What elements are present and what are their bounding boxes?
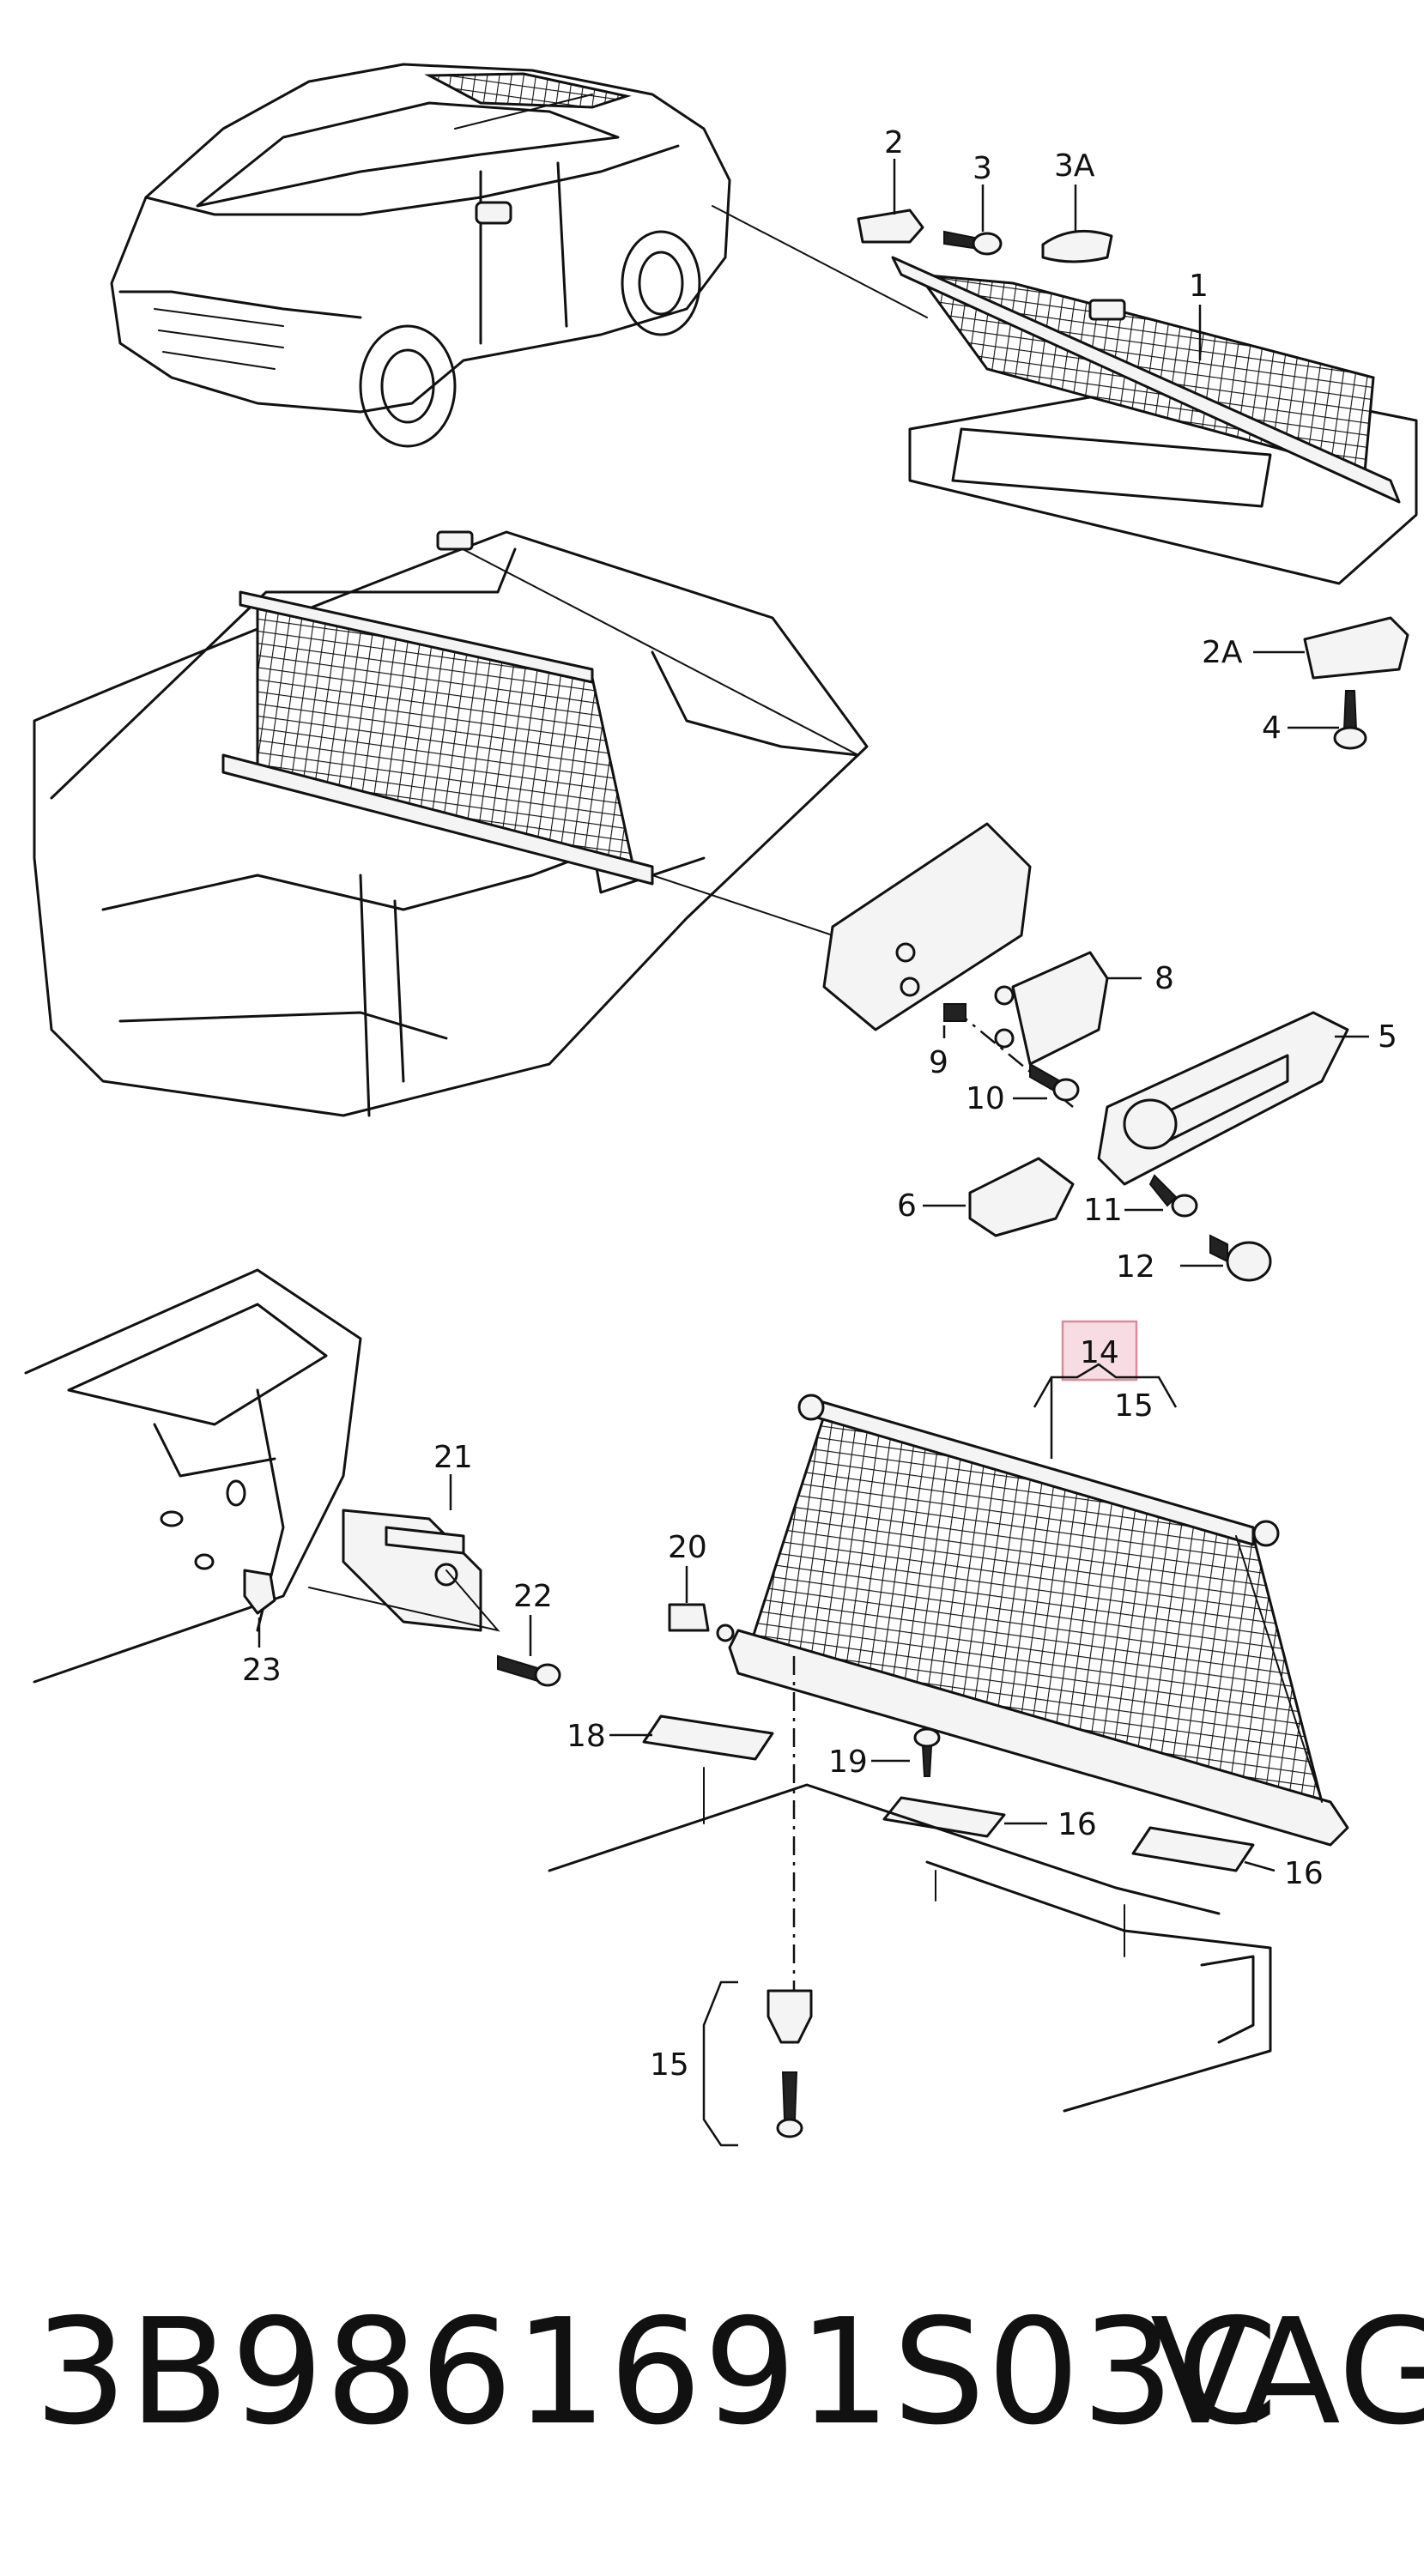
part-20-bushing bbox=[668, 1603, 735, 1642]
part-19-screw bbox=[913, 1727, 941, 1777]
callout-23: 23 bbox=[242, 1653, 282, 1688]
callout-15-side: 15 bbox=[650, 2047, 689, 2083]
callout-9: 9 bbox=[929, 1045, 948, 1080]
callout-18: 18 bbox=[567, 1719, 606, 1754]
luggage-net-rear-shelf bbox=[891, 256, 1418, 585]
callout-3a: 3A bbox=[1054, 148, 1095, 184]
callout-11: 11 bbox=[1083, 1193, 1123, 1228]
part-11-screw bbox=[1148, 1174, 1198, 1218]
callout-8: 8 bbox=[1154, 961, 1174, 996]
part-10-screw bbox=[1029, 1062, 1080, 1102]
callout-20: 20 bbox=[668, 1530, 707, 1565]
callout-22: 22 bbox=[513, 1579, 553, 1614]
sedan-overview-drawing bbox=[110, 63, 731, 448]
callout-5: 5 bbox=[1378, 1019, 1397, 1055]
callout-2a: 2A bbox=[1202, 635, 1243, 670]
part-12-plug bbox=[1209, 1234, 1272, 1282]
callout-6: 6 bbox=[897, 1188, 917, 1224]
part-8-bracket bbox=[822, 822, 1109, 1066]
callout-3: 3 bbox=[973, 151, 992, 186]
part-9-screw bbox=[943, 1003, 967, 1022]
part-2a-holder bbox=[1303, 616, 1409, 680]
part-23-clip bbox=[194, 1553, 276, 1615]
part-2-holder bbox=[857, 209, 924, 244]
callout-19: 19 bbox=[828, 1745, 868, 1780]
part-5-panel bbox=[1097, 1011, 1349, 1186]
callout-2: 2 bbox=[884, 125, 904, 160]
callout-16-b: 16 bbox=[1284, 1856, 1324, 1891]
highlight-box bbox=[1061, 1320, 1138, 1382]
part-6-cover bbox=[968, 1157, 1075, 1237]
side-panel-drawing bbox=[24, 1268, 362, 1684]
cargo-area-interior-drawing bbox=[33, 530, 869, 1117]
callout-21: 21 bbox=[433, 1440, 473, 1475]
callout-16-a: 16 bbox=[1057, 1807, 1097, 1842]
callout-15-top: 15 bbox=[1114, 1388, 1154, 1424]
part-4-screw bbox=[1333, 690, 1367, 750]
callout-12: 12 bbox=[1116, 1249, 1155, 1285]
part-3-screw bbox=[943, 230, 1003, 256]
parts-diagram: 2 3 3A 1 2A 4 bbox=[24, 63, 1418, 2147]
callout-4: 4 bbox=[1262, 711, 1282, 746]
callout-1: 1 bbox=[1189, 269, 1209, 304]
callout-10: 10 bbox=[966, 1081, 1005, 1116]
partition-net-assembly bbox=[728, 1394, 1349, 1847]
part-18-plate bbox=[642, 1714, 774, 1761]
brand-name: VAG bbox=[1150, 2288, 1424, 2458]
part-22-screw bbox=[497, 1654, 561, 1687]
cargo-floor-drawing bbox=[548, 1767, 1272, 2113]
part-21-bracket bbox=[308, 1509, 500, 1632]
part-15-fastener bbox=[767, 1989, 813, 2138]
part-3a-cap bbox=[1041, 229, 1113, 263]
part-16-plate-b bbox=[1131, 1826, 1255, 1872]
part-number: 3B9861691S03C bbox=[34, 2288, 1280, 2458]
